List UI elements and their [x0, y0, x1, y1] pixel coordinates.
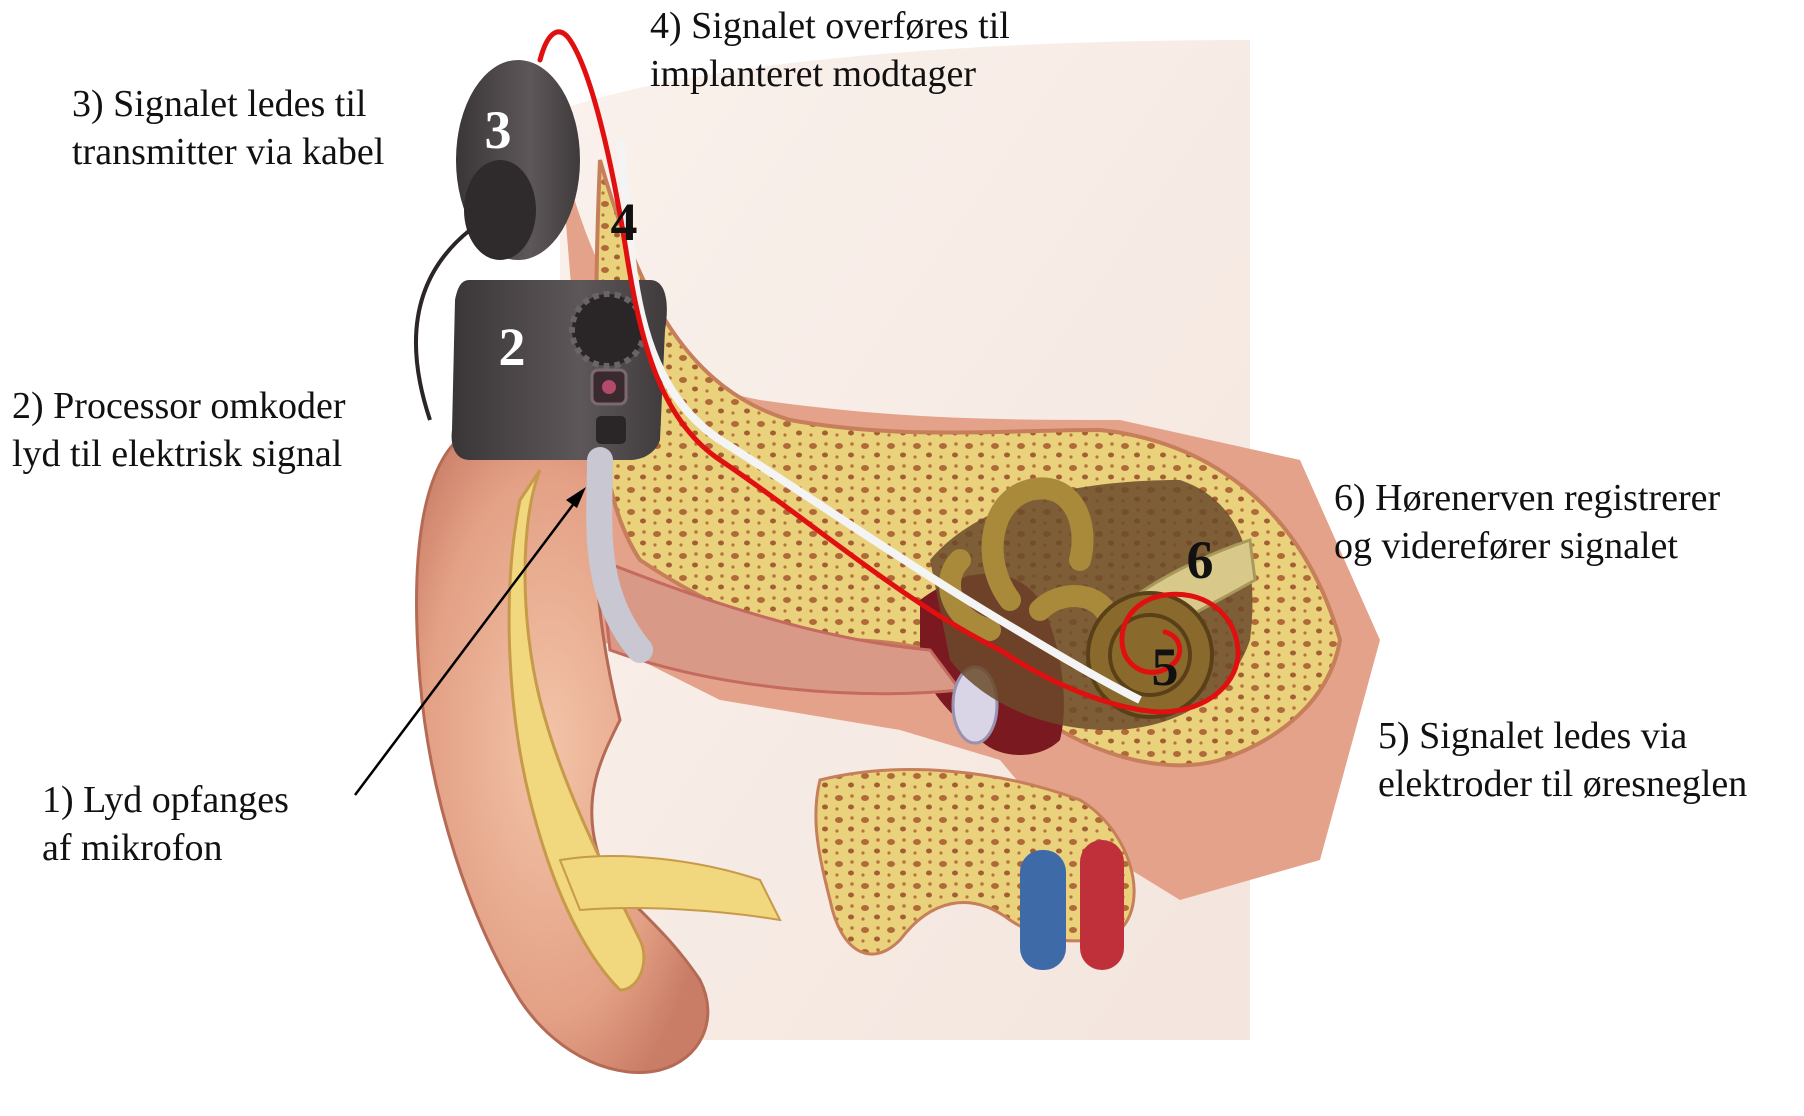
- caption-step-1-line2: af mikrofon: [42, 824, 289, 872]
- caption-step-3-line2: transmitter via kabel: [72, 128, 384, 176]
- marker-5: 5: [1152, 637, 1179, 697]
- caption-step-5-line2: elektroder til øresneglen: [1378, 760, 1747, 808]
- caption-step-4: 4) Signalet overføres til implanteret mo…: [650, 2, 1010, 98]
- caption-step-3-line1: 3) Signalet ledes til: [72, 80, 384, 128]
- marker-4: 4: [611, 192, 638, 252]
- caption-step-3: 3) Signalet ledes til transmitter via ka…: [72, 80, 384, 176]
- marker-3: 3: [485, 100, 512, 160]
- caption-step-2: 2) Processor omkoder lyd til elektrisk s…: [12, 382, 345, 478]
- caption-step-5: 5) Signalet ledes via elektroder til øre…: [1378, 712, 1747, 808]
- caption-step-6-line1: 6) Hørenerven registrerer: [1334, 474, 1720, 522]
- caption-step-2-line2: lyd til elektrisk signal: [12, 430, 345, 478]
- caption-step-4-line2: implanteret modtager: [650, 50, 1010, 98]
- cochlea: [1088, 593, 1212, 717]
- artery: [1080, 840, 1124, 970]
- caption-step-6-line2: og viderefører signalet: [1334, 522, 1720, 570]
- processor-microphone-port: [596, 416, 626, 444]
- caption-step-4-line1: 4) Signalet overføres til: [650, 2, 1010, 50]
- transmitter-magnet: [464, 160, 536, 260]
- caption-step-2-line1: 2) Processor omkoder: [12, 382, 345, 430]
- processor-led: [602, 380, 616, 394]
- marker-2: 2: [499, 317, 526, 377]
- caption-step-1-line1: 1) Lyd opfanges: [42, 776, 289, 824]
- marker-6: 6: [1187, 530, 1214, 590]
- processor-dial: [572, 294, 644, 366]
- caption-step-5-line1: 5) Signalet ledes via: [1378, 712, 1747, 760]
- caption-step-6: 6) Hørenerven registrerer og viderefører…: [1334, 474, 1720, 570]
- caption-step-1: 1) Lyd opfanges af mikrofon: [42, 776, 289, 872]
- vein: [1020, 850, 1066, 970]
